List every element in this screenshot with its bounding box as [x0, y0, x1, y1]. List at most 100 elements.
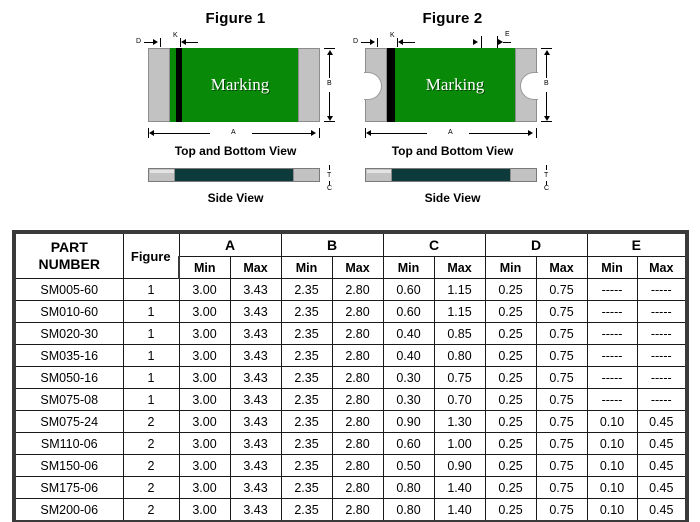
header-d-min: Min: [484, 256, 537, 279]
cell-part-number: SM020-30: [14, 322, 124, 345]
figure-2-dim-b-label: B: [544, 80, 549, 87]
figure-1-dim-c-label: C: [327, 185, 333, 192]
cell-figure: 1: [122, 300, 180, 323]
cell-c-min: 0.80: [382, 476, 435, 499]
header-group-d: D: [484, 232, 588, 257]
cell-c-max: 1.15: [433, 300, 486, 323]
cell-b-max: 2.80: [331, 300, 384, 323]
cell-b-min: 2.35: [280, 344, 333, 367]
cell-a-max: 3.43: [229, 366, 282, 389]
figure-1-dim-a-line-right: [252, 133, 312, 134]
cell-c-max: 0.80: [433, 344, 486, 367]
cell-c-min: 0.30: [382, 388, 435, 411]
figure-2-dim-a-tick-left: [365, 128, 366, 138]
cell-e-min: 0.10: [586, 476, 638, 499]
cell-a-max: 3.43: [229, 410, 282, 433]
cell-c-min: 0.60: [382, 278, 435, 301]
cell-e-max: -----: [636, 278, 687, 301]
cell-e-max: 0.45: [636, 476, 687, 499]
cell-e-max: -----: [636, 344, 687, 367]
cell-a-min: 3.00: [178, 322, 231, 345]
figure-1-dim-d-line: [144, 42, 156, 43]
figure-2-dim-c-label: C: [544, 185, 550, 192]
cell-figure: 1: [122, 278, 180, 301]
figure-1-dim-d-arrow: [153, 39, 158, 45]
cell-part-number: SM005-60: [14, 278, 124, 301]
cell-e-max: -----: [636, 388, 687, 411]
figure-1-dim-a-arrow-right: [311, 130, 316, 136]
figure-2-dim-e-tick-inner: [481, 36, 482, 48]
cell-e-min: -----: [586, 344, 638, 367]
figure-2-side-caption: Side View: [424, 191, 481, 205]
figure-1-marking-text: Marking: [210, 75, 270, 94]
header-group-c: C: [382, 232, 486, 257]
figure-2-polarity-stripe: [387, 48, 395, 122]
figures-panel: Figure 1 D K Marking B A: [0, 0, 700, 222]
cell-a-min: 3.00: [178, 344, 231, 367]
figure-1-dim-b-line-top: [329, 54, 330, 78]
figure-2-dim-k-tick: [397, 38, 398, 47]
cell-c-max: 1.40: [433, 476, 486, 499]
figure-1-dim-b-tick-top: [324, 48, 335, 49]
cell-a-min: 3.00: [178, 300, 231, 323]
cell-figure: 2: [122, 432, 180, 455]
figure-2-dim-d-label: D: [353, 38, 359, 45]
cell-part-number: SM050-16: [14, 366, 124, 389]
figure-2-dim-e-label: E: [505, 31, 510, 38]
cell-a-min: 3.00: [178, 278, 231, 301]
figure-2-dim-a-line-right: [469, 133, 529, 134]
cell-c-min: 0.90: [382, 410, 435, 433]
figure-1-dim-a-tick-left: [148, 128, 149, 138]
figure-2-dim-d-arrow: [370, 39, 375, 45]
figure-1-dim-k-arrow: [181, 39, 186, 45]
cell-b-min: 2.35: [280, 432, 333, 455]
cell-a-max: 3.43: [229, 322, 282, 345]
cell-e-min: -----: [586, 278, 638, 301]
figure-2-dim-a-line-left: [371, 133, 427, 134]
figure-2-dim-b-line-top: [546, 54, 547, 78]
figure-1-dim-k-line: [186, 42, 198, 43]
figure-1-side-view: [148, 168, 320, 182]
cell-c-max: 1.00: [433, 432, 486, 455]
figure-1-dim-b-arrow-up: [327, 50, 333, 55]
figure-1-dim-k-label: K: [173, 32, 178, 39]
cell-d-max: 0.75: [535, 300, 588, 323]
figure-1: Figure 1 D K Marking B A: [128, 0, 343, 222]
cell-b-max: 2.80: [331, 476, 384, 499]
header-part-number-line2: NUMBER: [38, 256, 100, 272]
cell-e-min: -----: [586, 388, 638, 411]
figure-1-side-terminal-left: [149, 169, 175, 181]
cell-a-max: 3.43: [229, 388, 282, 411]
header-e-max: Max: [636, 256, 687, 279]
figure-1-dim-t-label: T: [327, 172, 332, 179]
cell-b-max: 2.80: [331, 388, 384, 411]
figure-2-device-body: Marking: [364, 48, 538, 122]
figure-2-dim-t-line: [546, 165, 547, 170]
cell-part-number: SM175-06: [14, 476, 124, 499]
cell-b-max: 2.80: [331, 432, 384, 455]
cell-b-max: 2.80: [331, 454, 384, 477]
figure-2-side-terminal-right: [510, 169, 536, 181]
cell-d-min: 0.25: [484, 410, 537, 433]
cell-b-min: 2.35: [280, 278, 333, 301]
cell-b-min: 2.35: [280, 454, 333, 477]
cell-figure: 2: [122, 476, 180, 499]
header-group-e: E: [586, 232, 687, 257]
cell-figure: 1: [122, 388, 180, 411]
figure-2-dim-c-line: [546, 181, 547, 185]
figure-2-dim-t-label: T: [544, 172, 549, 179]
figure-2-side-terminal-left: [366, 169, 392, 181]
cell-b-max: 2.80: [331, 366, 384, 389]
figure-2-dim-e-line: [503, 42, 511, 43]
figure-2-dim-k-label: K: [390, 32, 395, 39]
cell-part-number: SM075-24: [14, 410, 124, 433]
spec-table: PART NUMBER Figure A B C D E Min Max Min…: [12, 230, 689, 522]
figure-1-terminal-right: [298, 48, 320, 122]
